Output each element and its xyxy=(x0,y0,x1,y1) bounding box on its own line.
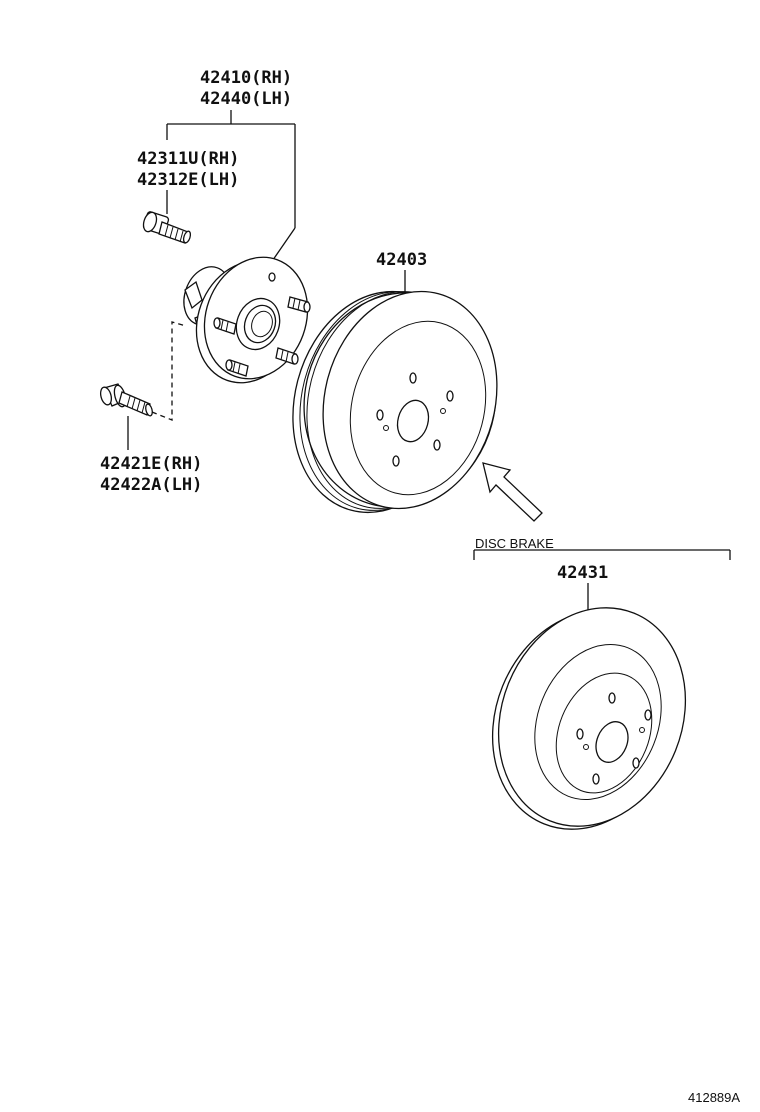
hub-bearing-assembly-icon xyxy=(183,256,311,384)
hub-leader-bracket xyxy=(166,110,296,271)
label-drum: 42403 xyxy=(376,250,427,270)
hub-stud-icon xyxy=(142,211,192,244)
figure-id: 412889A xyxy=(688,1090,740,1105)
label-hub-rh: 42410(RH) xyxy=(200,68,292,88)
disc-section-bracket xyxy=(473,549,731,560)
bolt-install-dashed-line xyxy=(151,321,187,421)
brake-disc-rotor-icon xyxy=(491,607,687,830)
label-bolt-rh: 42421E(RH) xyxy=(100,454,202,474)
brake-drum-icon xyxy=(292,290,498,514)
hub-mounting-bolt-icon xyxy=(99,383,153,417)
label-disc-section: DISC BRAKE xyxy=(475,536,554,551)
label-bolt-lh: 42422A(LH) xyxy=(100,475,202,495)
label-disc: 42431 xyxy=(557,563,608,583)
label-hub-lh: 42440(LH) xyxy=(200,89,292,109)
replacement-arrow-icon xyxy=(482,462,543,522)
label-stud-rh: 42311U(RH) xyxy=(137,149,239,169)
label-stud-lh: 42312E(LH) xyxy=(137,170,239,190)
